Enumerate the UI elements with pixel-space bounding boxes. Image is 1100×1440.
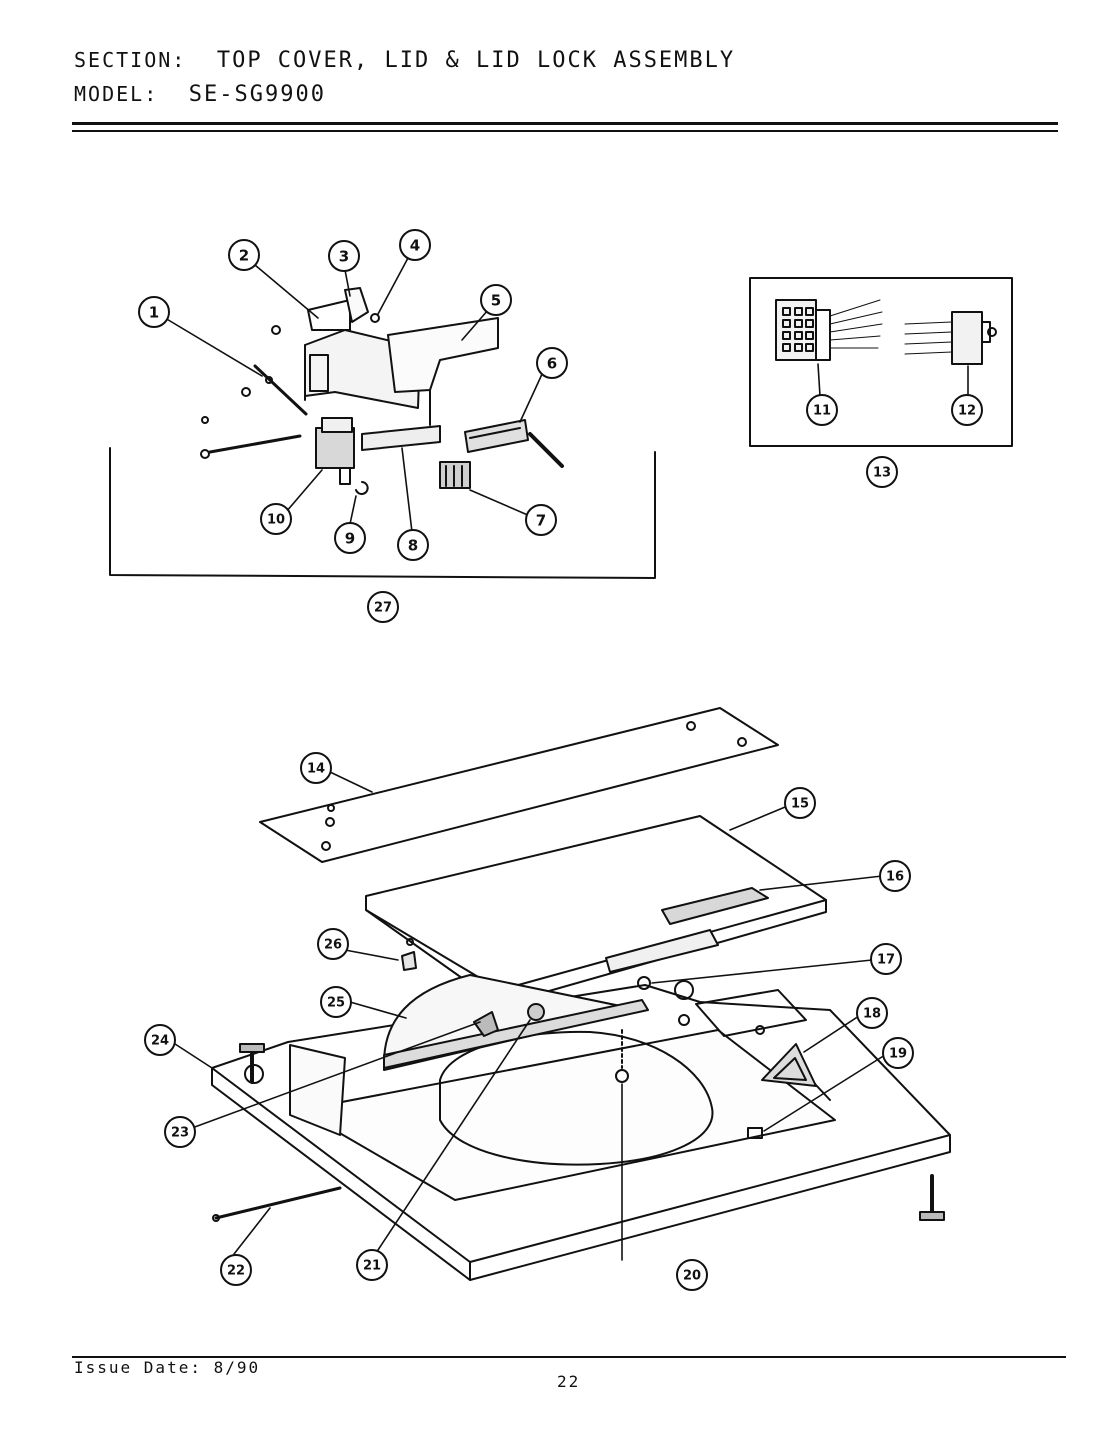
callout-5: 5 [480, 284, 512, 316]
cover-screw-left [239, 1043, 265, 1084]
callout-20-label: 20 [683, 1269, 701, 1284]
callout-1-label: 1 [149, 303, 159, 321]
callout-20: 20 [676, 1259, 708, 1291]
callout-11: 11 [806, 394, 838, 426]
part-24-top-cover [211, 980, 951, 1281]
part-20-screw [615, 1069, 629, 1083]
callout-24-label: 24 [151, 1034, 169, 1049]
callout-13-label: 13 [873, 466, 891, 481]
callout-9: 9 [334, 522, 366, 554]
callout-26-label: 26 [324, 938, 342, 953]
part-14-rear-panel [259, 707, 779, 863]
callout-9-label: 9 [345, 529, 355, 547]
callout-24: 24 [144, 1024, 176, 1056]
callout-21: 21 [356, 1249, 388, 1281]
hinge-strip [605, 929, 719, 973]
callout-17: 17 [870, 943, 902, 975]
callout-18: 18 [856, 997, 888, 1029]
callout-1: 1 [138, 296, 170, 328]
cover-screw-right [919, 1174, 945, 1221]
part-21-hinge-pin [527, 1003, 545, 1021]
callout-18-label: 18 [863, 1007, 881, 1022]
callout-22-label: 22 [227, 1264, 245, 1279]
part-23-cam [473, 1011, 499, 1037]
model-heading: MODEL: SE-SG9900 [74, 82, 326, 107]
callout-25: 25 [320, 986, 352, 1018]
page-number: 22 [557, 1372, 581, 1391]
part-9-clip [355, 481, 369, 495]
callout-2: 2 [228, 239, 260, 271]
part-7-switch [439, 461, 471, 489]
leader-lines [164, 257, 969, 1261]
callout-5-label: 5 [491, 291, 501, 309]
callout-7: 7 [525, 504, 557, 536]
callout-22: 22 [220, 1254, 252, 1286]
callout-11-label: 11 [813, 404, 831, 419]
section-title: TOP COVER, LID & LID LOCK ASSEMBLY [216, 48, 736, 73]
assembly-27-bracket [109, 447, 656, 579]
callout-2-label: 2 [239, 246, 249, 264]
header-rule-top [72, 122, 1058, 125]
callout-14: 14 [300, 752, 332, 784]
callout-27-label: 27 [374, 601, 392, 616]
part-1-screw [253, 364, 308, 416]
callout-19-label: 19 [889, 1047, 907, 1062]
callout-27: 27 [367, 591, 399, 623]
callout-10-label: 10 [267, 513, 285, 528]
callouts: 1 2 3 4 5 6 7 8 9 10 11 12 13 14 15 16 1… [138, 229, 983, 1291]
part-15-lid [365, 815, 827, 1006]
part-17-nut [637, 976, 651, 990]
callout-26: 26 [317, 928, 349, 960]
part-5-insulator [387, 317, 499, 393]
part-26-bumper [401, 951, 417, 971]
callout-15: 15 [784, 787, 816, 819]
model-number: SE-SG9900 [188, 82, 326, 107]
callout-4-label: 4 [410, 236, 420, 254]
part-4-screw [370, 313, 380, 323]
callout-25-label: 25 [327, 996, 345, 1011]
callout-17-label: 17 [877, 953, 895, 968]
callout-19: 19 [882, 1037, 914, 1069]
callout-16: 16 [879, 860, 911, 892]
section-label: SECTION: [74, 48, 187, 72]
callout-21-label: 21 [363, 1259, 381, 1274]
callout-12: 12 [951, 394, 983, 426]
issue-date: Issue Date: 8/90 [74, 1358, 261, 1377]
part-8-actuator [361, 389, 441, 451]
callout-3: 3 [328, 240, 360, 272]
footer-rule [72, 1356, 1066, 1358]
callout-23-label: 23 [171, 1126, 189, 1141]
part-19-screw [747, 1127, 763, 1139]
section-heading: SECTION: TOP COVER, LID & LID LOCK ASSEM… [74, 48, 735, 73]
callout-14-label: 14 [307, 762, 325, 777]
callout-16-label: 16 [886, 870, 904, 885]
top-cover-assembly [211, 707, 951, 1281]
part-18-latch [761, 1043, 817, 1087]
callout-15-label: 15 [791, 797, 809, 812]
header-rule-bottom [72, 130, 1058, 132]
part-11-connector [775, 299, 883, 361]
part-12-connector [904, 311, 997, 365]
part-3-lock-arm [344, 287, 369, 323]
connector-inset [749, 277, 1013, 447]
callout-6: 6 [536, 347, 568, 379]
part-6-switch [464, 419, 564, 468]
callout-12-label: 12 [958, 404, 976, 419]
part-10-solenoid [200, 417, 355, 485]
part-16-handle [661, 887, 769, 925]
assembly-13-frame [749, 277, 1013, 447]
callout-3-label: 3 [339, 247, 349, 265]
callout-4: 4 [399, 229, 431, 261]
model-label: MODEL: [74, 82, 159, 106]
callout-23: 23 [164, 1116, 196, 1148]
lid-lock-assembly [109, 287, 656, 579]
callout-6-label: 6 [547, 354, 557, 372]
callout-10: 10 [260, 503, 292, 535]
callout-13: 13 [866, 456, 898, 488]
callout-8: 8 [397, 529, 429, 561]
callout-7-label: 7 [536, 511, 546, 529]
callout-8-label: 8 [408, 536, 418, 554]
part-22-rod [214, 1186, 342, 1220]
